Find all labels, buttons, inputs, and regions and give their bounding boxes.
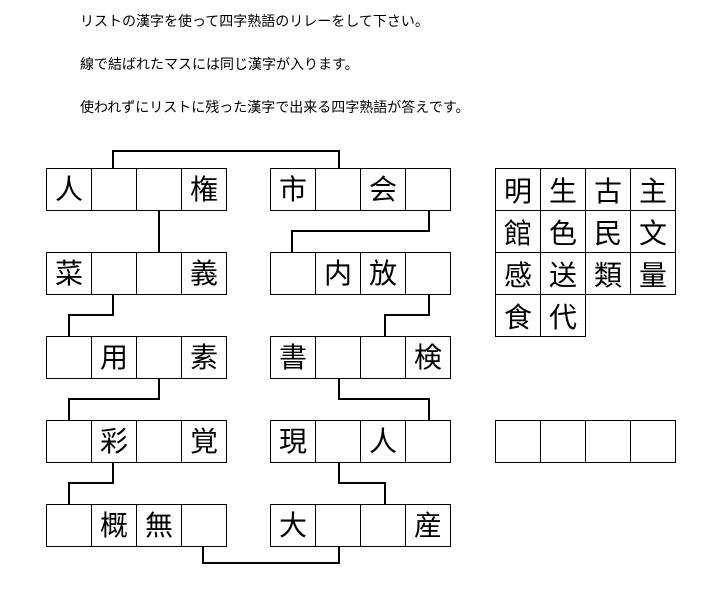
left-board-5: 概無 xyxy=(46,504,227,547)
empty-cell[interactable] xyxy=(271,253,316,295)
empty-cell[interactable] xyxy=(137,253,182,295)
kanji-cell: 菜 xyxy=(47,253,92,295)
right-board-4: 現人 xyxy=(270,420,451,463)
empty-cell[interactable] xyxy=(47,337,92,379)
kanji-cell: 検 xyxy=(406,337,451,379)
empty-cell[interactable] xyxy=(316,421,361,463)
list-kanji: 類 xyxy=(585,252,631,295)
link-right-3-4 xyxy=(338,378,430,421)
empty-cell[interactable] xyxy=(316,169,361,211)
kanji-cell: 用 xyxy=(92,337,137,379)
kanji-cell: 現 xyxy=(271,421,316,463)
list-kanji: 主 xyxy=(630,168,676,211)
link-left-4-5 xyxy=(68,462,114,505)
instruction-2: 線で結ばれたマスには同じ漢字が入ります。 xyxy=(80,57,359,73)
kanji-cell: 彩 xyxy=(92,421,137,463)
answer-board[interactable] xyxy=(495,420,676,463)
empty-cell[interactable] xyxy=(92,253,137,295)
kanji-list: 明生古主館色民文感送類量食代 xyxy=(495,168,676,337)
empty-cell[interactable] xyxy=(406,253,451,295)
kanji-cell: 会 xyxy=(361,169,406,211)
kanji-cell: 概 xyxy=(92,505,137,547)
kanji-cell: 産 xyxy=(406,505,451,547)
empty-cell[interactable] xyxy=(406,169,451,211)
empty-cell[interactable] xyxy=(137,421,182,463)
left-board-2: 菜義 xyxy=(46,252,227,295)
right-board-3: 書検 xyxy=(270,336,451,379)
list-kanji: 明 xyxy=(495,168,541,211)
kanji-cell: 放 xyxy=(361,253,406,295)
list-kanji: 生 xyxy=(540,168,586,211)
kanji-cell: 大 xyxy=(271,505,316,547)
link-right-1-2 xyxy=(291,210,430,252)
list-kanji: 民 xyxy=(585,210,631,253)
link-top xyxy=(112,150,340,168)
empty-cell[interactable] xyxy=(316,337,361,379)
empty-cell[interactable] xyxy=(406,421,451,463)
answer-cell[interactable] xyxy=(586,421,631,463)
list-kanji: 古 xyxy=(585,168,631,211)
kanji-cell: 人 xyxy=(361,421,406,463)
empty-cell[interactable] xyxy=(182,505,227,547)
instruction-3: 使われずにリストに残った漢字で出来る四字熟語が答えです。 xyxy=(80,100,470,116)
kanji-cell: 市 xyxy=(271,169,316,211)
list-kanji: 館 xyxy=(495,210,541,253)
link-bottom xyxy=(202,546,340,564)
empty-cell[interactable] xyxy=(316,505,361,547)
left-board-3: 用素 xyxy=(46,336,227,379)
kanji-cell: 素 xyxy=(182,337,227,379)
empty-cell[interactable] xyxy=(137,169,182,211)
list-kanji: 食 xyxy=(495,294,541,337)
left-board-4: 彩覚 xyxy=(46,420,227,463)
right-board-5: 大産 xyxy=(270,504,451,547)
left-board-1: 人権 xyxy=(46,168,227,211)
link-right-4-5 xyxy=(338,462,386,505)
kanji-cell: 内 xyxy=(316,253,361,295)
kanji-cell: 書 xyxy=(271,337,316,379)
empty-cell[interactable] xyxy=(361,337,406,379)
kanji-cell: 覚 xyxy=(182,421,227,463)
list-kanji: 送 xyxy=(540,252,586,295)
kanji-cell: 人 xyxy=(47,169,92,211)
instruction-1: リストの漢字を使って四字熟語のリレーをして下さい。 xyxy=(80,14,429,30)
answer-cell[interactable] xyxy=(541,421,586,463)
link-left-3-4 xyxy=(68,378,160,421)
list-kanji: 代 xyxy=(540,294,586,337)
kanji-cell: 義 xyxy=(182,253,227,295)
empty-cell[interactable] xyxy=(137,337,182,379)
list-kanji: 感 xyxy=(495,252,541,295)
link-left-2-3 xyxy=(68,294,114,337)
list-kanji: 色 xyxy=(540,210,586,253)
empty-cell[interactable] xyxy=(92,169,137,211)
empty-cell[interactable] xyxy=(361,505,406,547)
answer-cell[interactable] xyxy=(496,421,541,463)
right-board-1: 市会 xyxy=(270,168,451,211)
empty-cell[interactable] xyxy=(47,421,92,463)
right-board-2: 内放 xyxy=(270,252,451,295)
list-kanji: 量 xyxy=(630,252,676,295)
list-kanji: 文 xyxy=(630,210,676,253)
kanji-cell: 無 xyxy=(137,505,182,547)
kanji-cell: 権 xyxy=(182,169,227,211)
answer-cell[interactable] xyxy=(631,421,676,463)
empty-cell[interactable] xyxy=(47,505,92,547)
link-right-2-3 xyxy=(384,294,430,337)
